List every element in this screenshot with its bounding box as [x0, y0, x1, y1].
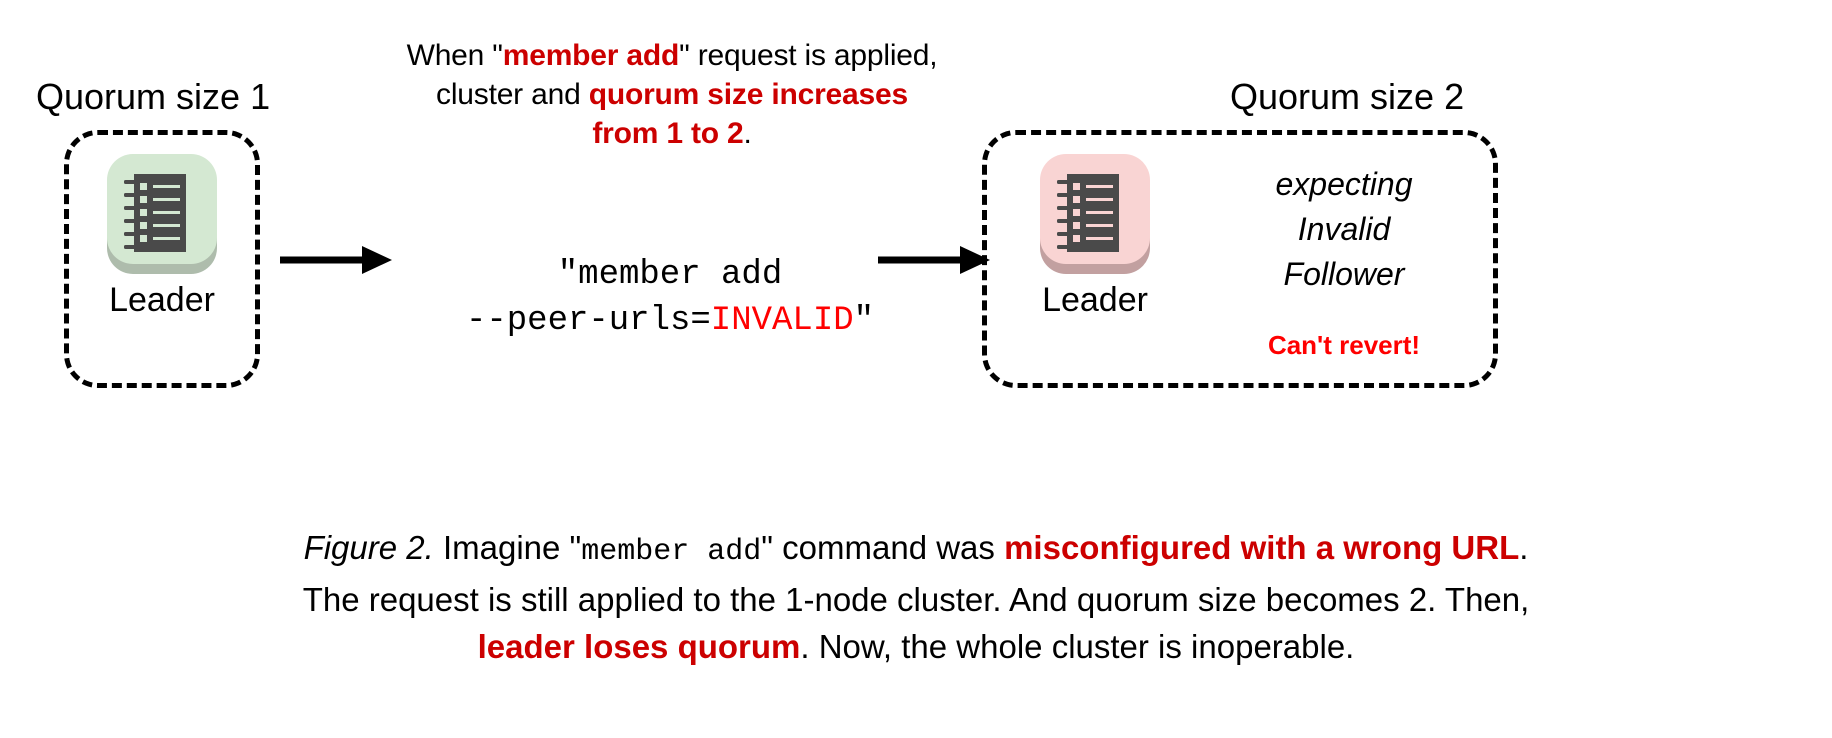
- ledger-icon-glyph: [1057, 174, 1119, 252]
- top-annotation: When "member add" request is applied, cl…: [372, 36, 972, 153]
- right-cluster-title: Quorum size 2: [1230, 76, 1465, 117]
- right-arrow-icon: [878, 246, 990, 274]
- top-annotation-line-3: from 1 to 2.: [372, 114, 972, 153]
- caption-line-3-tail: . Now, the whole cluster is inoperable.: [800, 628, 1355, 665]
- caption-seg-3: " command was: [761, 529, 1005, 566]
- top-annotation-l1-plain-a: When ": [406, 39, 503, 72]
- left-node-label: Leader: [109, 281, 215, 319]
- ledger-icon-glyph: [124, 174, 186, 252]
- top-annotation-l2-highlight: quorum size increases: [588, 78, 908, 111]
- right-cluster-node: Leader: [1020, 152, 1170, 320]
- top-annotation-line-1: When "member add" request is applied,: [372, 36, 972, 75]
- left-cluster-title: Quorum size 1: [36, 76, 271, 117]
- top-annotation-l2-plain: cluster and: [436, 78, 589, 111]
- ledger-icon: [1036, 152, 1154, 274]
- right-arrow-icon: [280, 246, 392, 274]
- top-annotation-l1-highlight: member add: [502, 39, 680, 72]
- caption-line-2: The request is still applied to the 1-no…: [302, 581, 1530, 618]
- command-closing-quote: ": [853, 302, 875, 340]
- command-flag: --peer-urls=: [465, 302, 711, 340]
- command-line-1: "member add: [557, 256, 783, 294]
- caption-line-1: Figure 2. Imagine "member add" command w…: [40, 524, 1792, 576]
- cant-revert-warning: Can't revert!: [1267, 330, 1421, 360]
- right-cluster-box: [982, 130, 1498, 388]
- command-text: "member add --peer-urls=INVALID": [440, 252, 900, 344]
- figure-label: Figure 2.: [303, 529, 434, 566]
- follower-status-line-1: expecting: [1275, 166, 1413, 202]
- top-annotation-line-2: cluster and quorum size increases: [372, 75, 972, 114]
- caption-highlight-quorum: leader loses quorum: [477, 628, 801, 665]
- top-annotation-l3-highlight: from 1 to 2: [592, 117, 744, 150]
- top-annotation-l3-period: .: [743, 117, 752, 150]
- caption-seg-5: .: [1519, 529, 1529, 566]
- caption-highlight-misconfigured: misconfigured with a wrong URL: [1004, 529, 1520, 566]
- caption-command: member add: [581, 535, 762, 569]
- left-cluster-node: Leader: [87, 152, 237, 320]
- follower-status-line-2: Invalid: [1297, 211, 1391, 247]
- caption-line-3: leader loses quorum. Now, the whole clus…: [40, 623, 1792, 670]
- right-node-label: Leader: [1042, 281, 1148, 319]
- command-invalid-value: INVALID: [710, 302, 854, 340]
- follower-status-note: expecting Invalid Follower: [1214, 162, 1474, 297]
- ledger-icon: [103, 152, 221, 274]
- command-line-2: --peer-urls=INVALID": [440, 298, 900, 344]
- figure-caption: Figure 2. Imagine "member add" command w…: [40, 524, 1792, 670]
- top-annotation-l1-plain-b: " request is applied,: [679, 39, 938, 72]
- left-cluster-box: [64, 130, 260, 388]
- caption-seg-1: Imagine ": [433, 529, 582, 566]
- follower-status-line-3: Follower: [1283, 256, 1405, 292]
